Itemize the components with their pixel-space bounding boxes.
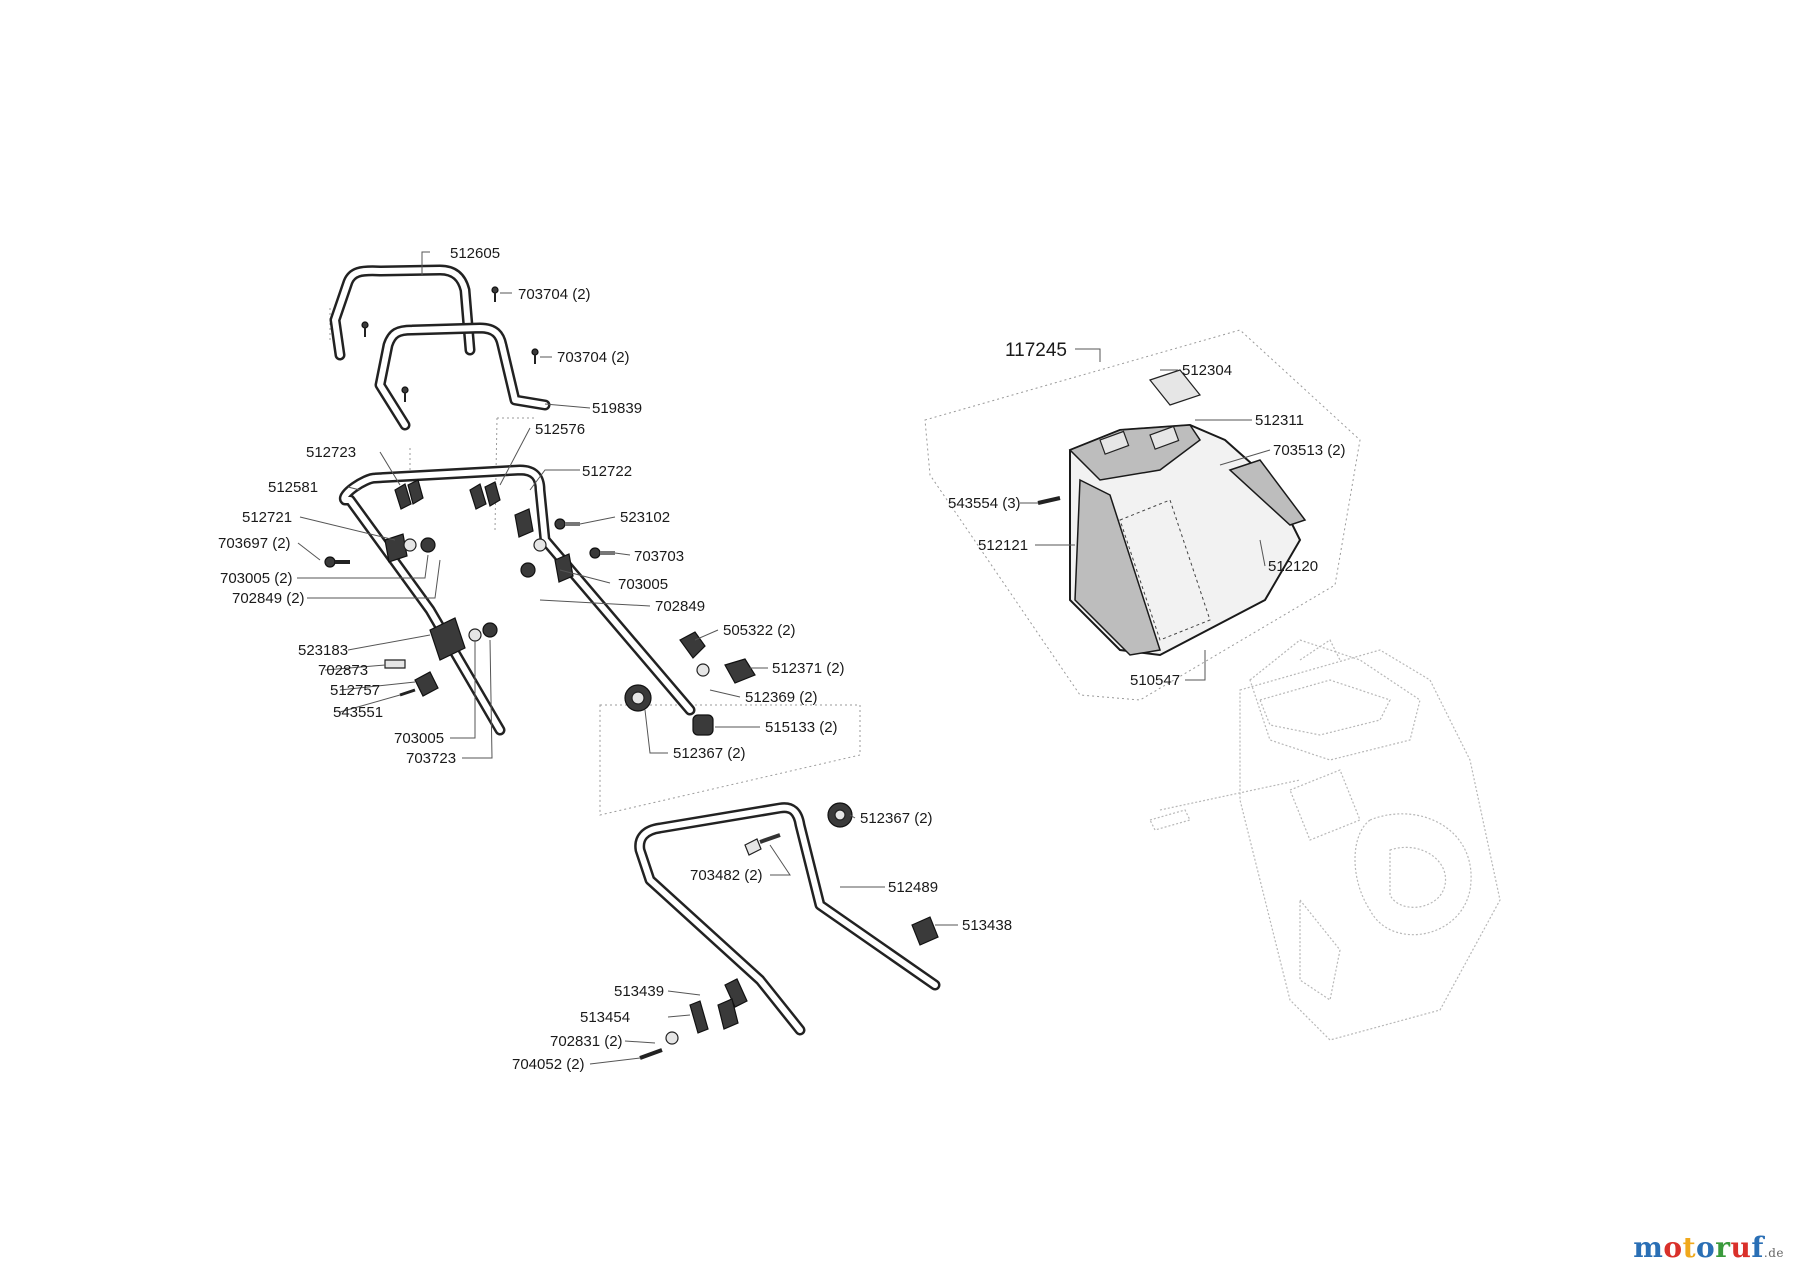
part-label: 512311 [1255,412,1304,429]
logo-letter: o [1663,1231,1683,1264]
cable-lever-523183 [384,617,498,697]
part-label: 702849 [655,598,705,615]
logo-letter: r [1715,1231,1731,1264]
part-label: 512581 [268,479,318,496]
part-label: 512723 [306,444,356,461]
leader-lines [297,251,1271,1065]
part-label: 512721 [242,509,292,526]
part-labels: 512605 703704 (2) 703704 (2) 519839 5125… [218,245,1346,1073]
mower-ghost-outline [1149,639,1501,1041]
part-label: 543554 (3) [948,495,1021,512]
part-label: 703704 (2) [557,349,630,366]
part-label: 512489 [888,879,938,896]
part-label: 519839 [592,400,642,417]
part-label: 512120 [1268,558,1318,575]
logo-letter: u [1730,1231,1752,1264]
grass-bag-assembly [1037,369,1307,657]
screws-703704 [361,286,539,402]
part-label: 703005 [618,576,668,593]
part-label: 512371 (2) [772,660,845,677]
part-label: 703697 (2) [218,535,291,552]
part-label: 513438 [962,917,1012,934]
clamp-parts-middle [324,479,615,583]
part-label: 523183 [298,642,348,659]
part-label: 512304 [1182,362,1232,379]
part-label: 523102 [620,509,670,526]
middle-handle-512581 [338,464,696,736]
logo-tld: .de [1763,1246,1784,1260]
part-label: 702831 (2) [550,1033,623,1050]
part-label: 703005 (2) [220,570,293,587]
part-label: 703723 [406,750,456,767]
logo-letter: o [1696,1231,1716,1264]
part-label: 512605 [450,245,500,262]
upper-handle-bow-512605 [329,264,476,361]
part-label: 513454 [580,1009,630,1026]
lower-clamps [639,916,939,1060]
part-label: 703703 [634,548,684,565]
part-label: 512369 (2) [745,689,818,706]
part-label: 512367 (2) [860,810,933,827]
part-label: 512367 (2) [673,745,746,762]
wheel-knobs [624,631,853,856]
part-label: 703704 (2) [518,286,591,303]
part-label: 702849 (2) [232,590,305,607]
logo-letter: t [1682,1231,1697,1264]
logo-letter: m [1633,1231,1664,1264]
part-label: 117245 [1005,340,1067,361]
part-label: 703482 (2) [690,867,763,884]
part-label: 543551 [333,704,383,721]
part-label: 703513 (2) [1273,442,1346,459]
part-label: 703005 [394,730,444,747]
part-label: 704052 (2) [512,1056,585,1073]
upper-handle-bow-519839 [374,322,551,431]
part-label: 513439 [614,983,664,1000]
lower-handle-512489 [634,802,941,1036]
part-label: 512722 [582,463,632,480]
motoruf-logo: motoruf.de [1633,1231,1784,1264]
part-label: 702873 [318,662,368,679]
part-label: 512121 [978,537,1028,554]
part-label: 510547 [1130,672,1180,689]
part-label: 512576 [535,421,585,438]
part-label: 505322 (2) [723,622,796,639]
part-label: 512757 [330,682,380,699]
logo-letter: f [1751,1231,1764,1264]
logo-brand-text: motoruf [1633,1231,1764,1264]
part-label: 515133 (2) [765,719,838,736]
